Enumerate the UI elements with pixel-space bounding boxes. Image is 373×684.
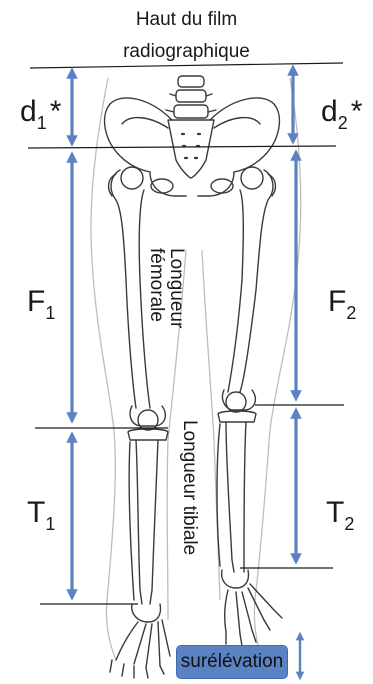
sacrum [168, 120, 214, 178]
label-F2: F2 [328, 287, 356, 317]
ankle-left [132, 604, 161, 622]
femur-right [228, 170, 273, 392]
tibia-left [136, 440, 158, 604]
inner-leg-outline-right [202, 250, 220, 600]
sacral-foramina [182, 134, 200, 158]
ilium-left [105, 98, 172, 172]
label-d2: d2* [321, 97, 362, 127]
body-outline-right [254, 78, 300, 660]
label-F1: F1 [27, 287, 55, 317]
femur-condyles-left [130, 406, 165, 426]
title-line-1: Haut du film [0, 10, 373, 29]
title-line-2: radiographique [0, 42, 373, 61]
toes-left [110, 660, 164, 678]
ilium-right-inner [214, 118, 260, 128]
tibia-right [226, 422, 246, 572]
ankle-right [222, 570, 249, 588]
label-T1: T1 [27, 498, 55, 528]
femur-left [111, 170, 150, 408]
foot-left [116, 620, 170, 668]
foot-right [225, 584, 274, 634]
body-silhouette [91, 78, 301, 660]
femoral-head-right [241, 167, 263, 189]
femoral-head-left [121, 167, 143, 189]
patella-right [226, 392, 246, 412]
ilium-left-inner [122, 118, 168, 128]
body-outline-left [91, 78, 116, 660]
elevation-badge: surélévation [176, 645, 288, 679]
label-tibial-length: Longueur tibiale [179, 420, 199, 555]
film-top-line [30, 63, 343, 68]
lumbar-vertebrae [166, 76, 216, 118]
patella-left [138, 410, 158, 430]
measurement-arrows [72, 70, 300, 676]
ilium-right [210, 98, 279, 172]
label-T2: T2 [326, 498, 354, 528]
fibula-left [129, 442, 134, 600]
label-d1: d1* [20, 97, 61, 127]
skeleton [105, 76, 282, 678]
